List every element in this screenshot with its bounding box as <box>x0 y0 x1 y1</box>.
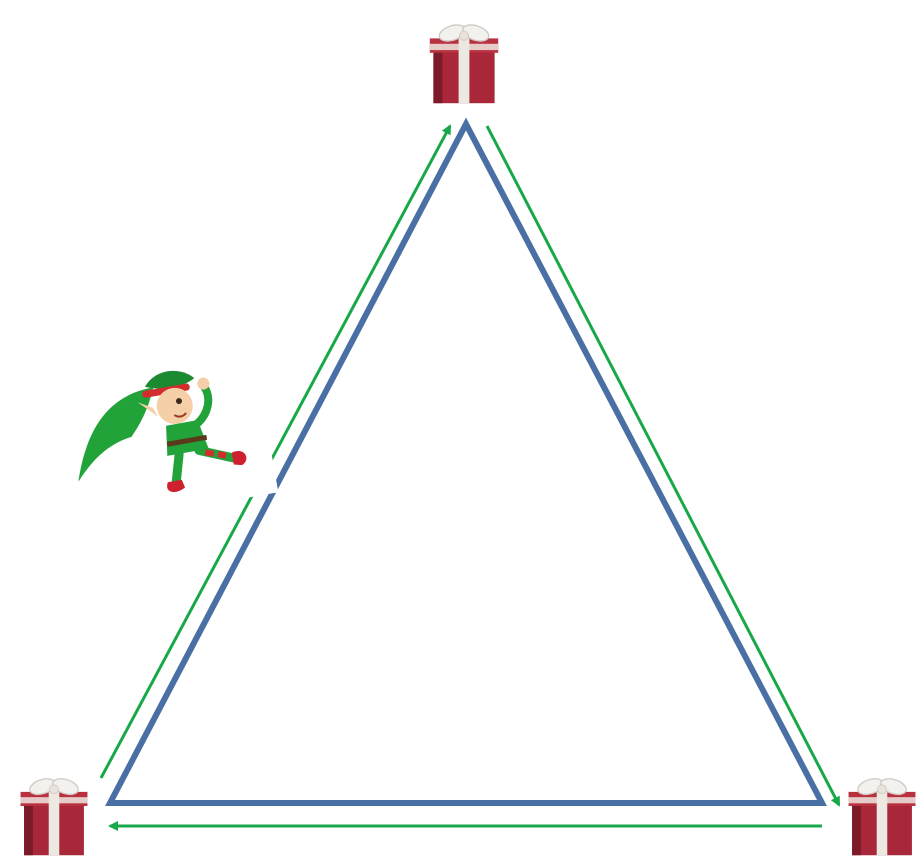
gift-box-icon <box>849 776 916 855</box>
arrow-right-edge-down <box>487 126 839 805</box>
elf-icon <box>57 325 279 526</box>
gift-box-icon <box>430 22 498 103</box>
gift-box-icon <box>21 776 88 855</box>
